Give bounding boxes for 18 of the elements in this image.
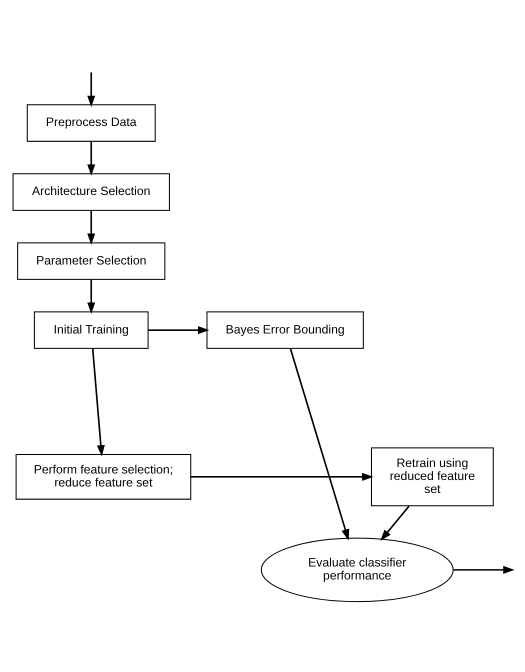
node-box: Initial Training	[33, 310, 148, 348]
node-box: Parameter Selection	[16, 242, 165, 280]
node-box: Perform feature selection; reduce feature set	[15, 454, 191, 500]
arrow	[86, 141, 95, 176]
node-box: Retrain using reduced feature set	[370, 446, 494, 506]
arrow	[289, 348, 349, 540]
arrow	[86, 72, 95, 107]
node-box: Bayes Error Bounding	[206, 310, 364, 348]
arrow	[453, 565, 514, 574]
node-box: Preprocess Data	[26, 104, 156, 142]
arrow	[86, 279, 95, 314]
arrow	[91, 348, 104, 456]
arrow	[190, 472, 373, 480]
arrow	[86, 210, 95, 244]
node-ellipse: Evaluate classifier performance	[260, 537, 454, 602]
arrow	[148, 326, 209, 334]
node-box: Architecture Selection	[12, 172, 170, 210]
arrow	[380, 505, 410, 540]
